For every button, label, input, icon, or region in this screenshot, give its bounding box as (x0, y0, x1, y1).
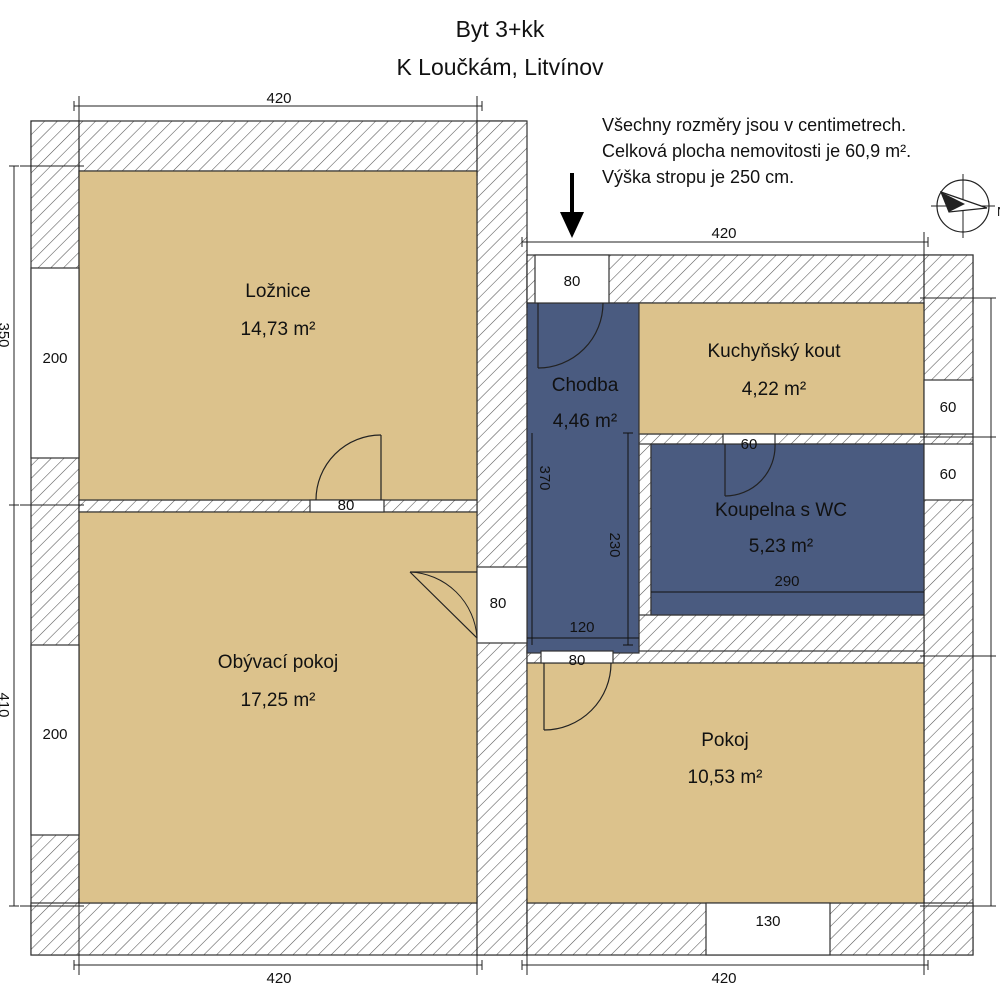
dim-left-upper: 350 (0, 322, 12, 347)
dim-window-pokoj: 130 (755, 913, 780, 930)
plan-subtitle: K Loučkám, Litvínov (396, 54, 604, 80)
room-area-pokoj: 10,53 m² (688, 767, 763, 788)
room-chodba (526, 302, 640, 654)
dim-window-koupelna: 60 (940, 466, 957, 483)
room-name-loznice: Ložnice (245, 281, 311, 302)
dim-koupelna-width: 290 (774, 573, 799, 590)
room-loznice (78, 170, 478, 501)
door-swing-pokoj (543, 662, 612, 731)
plan-title: Byt 3+kk (455, 16, 545, 42)
dim-window-loznice: 200 (42, 350, 67, 367)
room-obyvaci-pokoj (78, 511, 478, 904)
dim-door-obyvaci: 80 (490, 595, 507, 612)
window-loznice (30, 267, 80, 459)
entrance-arrow-icon (560, 173, 584, 238)
door-loznice-opening (309, 499, 385, 513)
dim-chodba-length: 370 (536, 465, 553, 490)
door-swing-koupelna (724, 443, 776, 497)
room-name-kuchyn: Kuchyňský kout (707, 341, 841, 362)
dim-bottom-left: 420 (266, 970, 291, 987)
openings (30, 254, 974, 956)
room-area-chodba: 4,46 m² (553, 411, 617, 432)
room-name-chodba: Chodba (552, 375, 619, 396)
room-name-koupelna: Koupelna s WC (715, 500, 847, 521)
dim-right-3: 290 (997, 767, 1000, 792)
window-kuchyn (923, 379, 974, 435)
dim-bottom-right: 420 (711, 970, 736, 987)
door-pokoj-opening (540, 650, 614, 664)
room-name-pokoj: Pokoj (701, 730, 749, 751)
dim-window-obyvaci: 200 (42, 726, 67, 743)
dim-door-koupelna: 60 (741, 436, 758, 453)
dim-entrance: 80 (564, 273, 581, 290)
room-pokoj (526, 662, 925, 904)
dim-top-right: 420 (711, 225, 736, 242)
door-swing-obyvaci (409, 571, 478, 639)
dimension-lines (9, 96, 996, 975)
dim-window-kuchyn: 60 (940, 399, 957, 416)
window-pokoj (705, 902, 831, 956)
dim-chodba-width: 120 (569, 619, 594, 636)
north-compass-icon: N (931, 174, 1000, 238)
plan-notes: Všechny rozměry jsou v centimetrech. Cel… (602, 112, 911, 190)
door-swing-entrance (537, 302, 604, 369)
room-labels: Ložnice 14,73 m² Obývací pokoj 17,25 m² … (218, 281, 847, 788)
room-area-loznice: 14,73 m² (241, 319, 316, 340)
dim-right-2: 180 (997, 522, 1000, 547)
note-units: Všechny rozměry jsou v centimetrech. (602, 115, 907, 135)
room-koupelna (650, 443, 925, 616)
room-area-koupelna: 5,23 m² (749, 536, 813, 557)
door-obyvaci-opening (476, 566, 528, 644)
room-kuchynsky-kout (638, 302, 925, 435)
dim-door-loznice: 80 (338, 497, 355, 514)
note-area: Celková plocha nemovitosti je 60,9 m². (602, 141, 912, 161)
note-height: Výška stropu je 250 cm. (602, 167, 795, 187)
dim-door-pokoj: 80 (569, 652, 586, 669)
rooms (78, 170, 925, 904)
door-swings (315, 302, 776, 731)
door-koupelna-opening (722, 433, 776, 445)
room-area-kuchyn: 4,22 m² (742, 379, 806, 400)
window-koupelna (923, 443, 974, 501)
dim-left-lower: 410 (0, 692, 12, 717)
room-area-obyvaci: 17,25 m² (241, 690, 316, 711)
dim-koupelna-depth: 230 (606, 532, 623, 557)
door-swing-loznice (315, 434, 382, 501)
dim-right-1: 140 (997, 355, 1000, 380)
compass-n-letter: N (997, 204, 1000, 219)
room-name-obyvaci: Obývací pokoj (218, 652, 338, 673)
dimension-labels: 420 420 420 420 350 410 140 180 290 200 … (0, 90, 1000, 987)
entrance-opening (534, 254, 610, 304)
walls (30, 120, 974, 956)
dim-top-left: 420 (266, 90, 291, 107)
window-obyvaci (30, 644, 80, 836)
